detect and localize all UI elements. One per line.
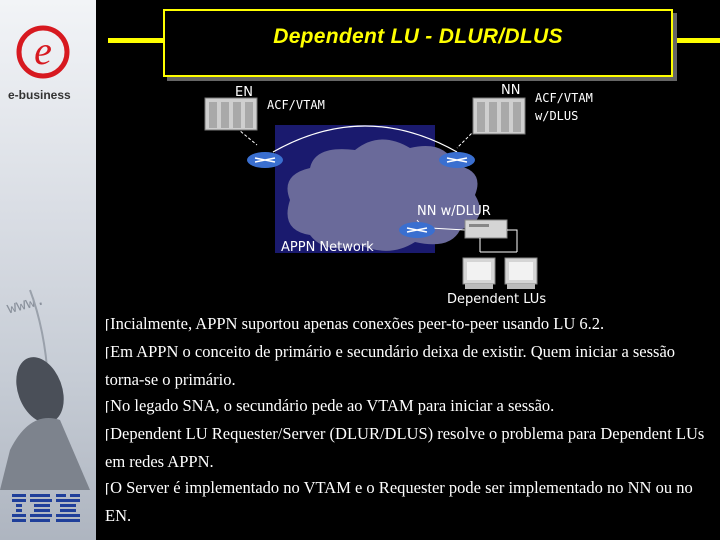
title-rule-right: [672, 38, 720, 43]
network-diagram: EN ACF/VTAM NN ACF/VTAM w/DLUS NN w/DLUR…: [195, 80, 625, 310]
svg-text:e: e: [34, 28, 52, 73]
en-label: EN: [235, 85, 253, 100]
acf-vtam-left-label: ACF/VTAM: [267, 98, 325, 112]
bullet-item: ⌈Em APPN o conceito de primário e secund…: [105, 339, 715, 393]
bullet-marker-icon: ⌈: [105, 428, 111, 443]
bullet-text: Dependent LU Requester/Server (DLUR/DLUS…: [105, 424, 705, 471]
title-box: Dependent LU - DLUR/DLUS: [163, 9, 673, 77]
link-right: [456, 129, 476, 149]
bullet-text: Incialmente, APPN suportou apenas conexõ…: [110, 314, 605, 333]
bullet-marker-icon: ⌈: [105, 400, 111, 415]
en-host-icon: [204, 97, 258, 131]
title-rule-left: [108, 38, 164, 43]
bullet-text: Em APPN o conceito de primário e secundá…: [105, 342, 676, 389]
link-to-cu: [429, 227, 466, 231]
bullet-marker-icon: ⌈: [105, 482, 111, 497]
router-right-icon: [439, 152, 475, 168]
router-dlur-icon: [399, 222, 435, 238]
diagram-canvas: [204, 97, 538, 289]
link-arc: [272, 125, 458, 153]
bullet-list: ⌈Incialmente, APPN suportou apenas conex…: [105, 311, 715, 529]
appn-network-label: APPN Network: [281, 240, 374, 255]
nn-label: NN: [501, 83, 521, 98]
nn-dlur-label: NN w/DLUR: [417, 204, 491, 219]
page-title: Dependent LU - DLUR/DLUS: [273, 25, 563, 48]
bullet-text: O Server é implementado no VTAM e o Requ…: [105, 478, 693, 525]
router-left-icon: [247, 152, 283, 168]
ibm-logo-icon: [12, 494, 80, 522]
bullet-text: No legado SNA, o secundário pede ao VTAM…: [110, 396, 555, 415]
acf-vtam-right-label: ACF/VTAM: [535, 91, 593, 105]
hand-mouse-icon: www.: [0, 289, 90, 490]
bullet-marker-icon: ⌈: [105, 318, 111, 333]
bullet-marker-icon: ⌈: [105, 346, 111, 361]
bullet-item: ⌈No legado SNA, o secundário pede ao VTA…: [105, 393, 715, 421]
terminal-1-icon: [462, 257, 496, 289]
brand-tag: e-business: [8, 88, 71, 102]
e-logo-icon: e: [16, 25, 70, 79]
bullet-item: ⌈Incialmente, APPN suportou apenas conex…: [105, 311, 715, 339]
terminal-2-icon: [504, 257, 538, 289]
svg-text:www.: www.: [5, 289, 47, 317]
bullet-item: ⌈Dependent LU Requester/Server (DLUR/DLU…: [105, 421, 715, 475]
nn-host-icon: [472, 97, 526, 135]
dependent-lus-label: Dependent LUs: [447, 292, 547, 307]
network-cloud: [287, 139, 480, 251]
controller-icon: [464, 219, 518, 253]
bullet-item: ⌈O Server é implementado no VTAM e o Req…: [105, 475, 715, 529]
acf-vtam-dlus-label: w/DLUS: [535, 109, 579, 123]
sidebar: e e-business www.: [0, 0, 96, 540]
